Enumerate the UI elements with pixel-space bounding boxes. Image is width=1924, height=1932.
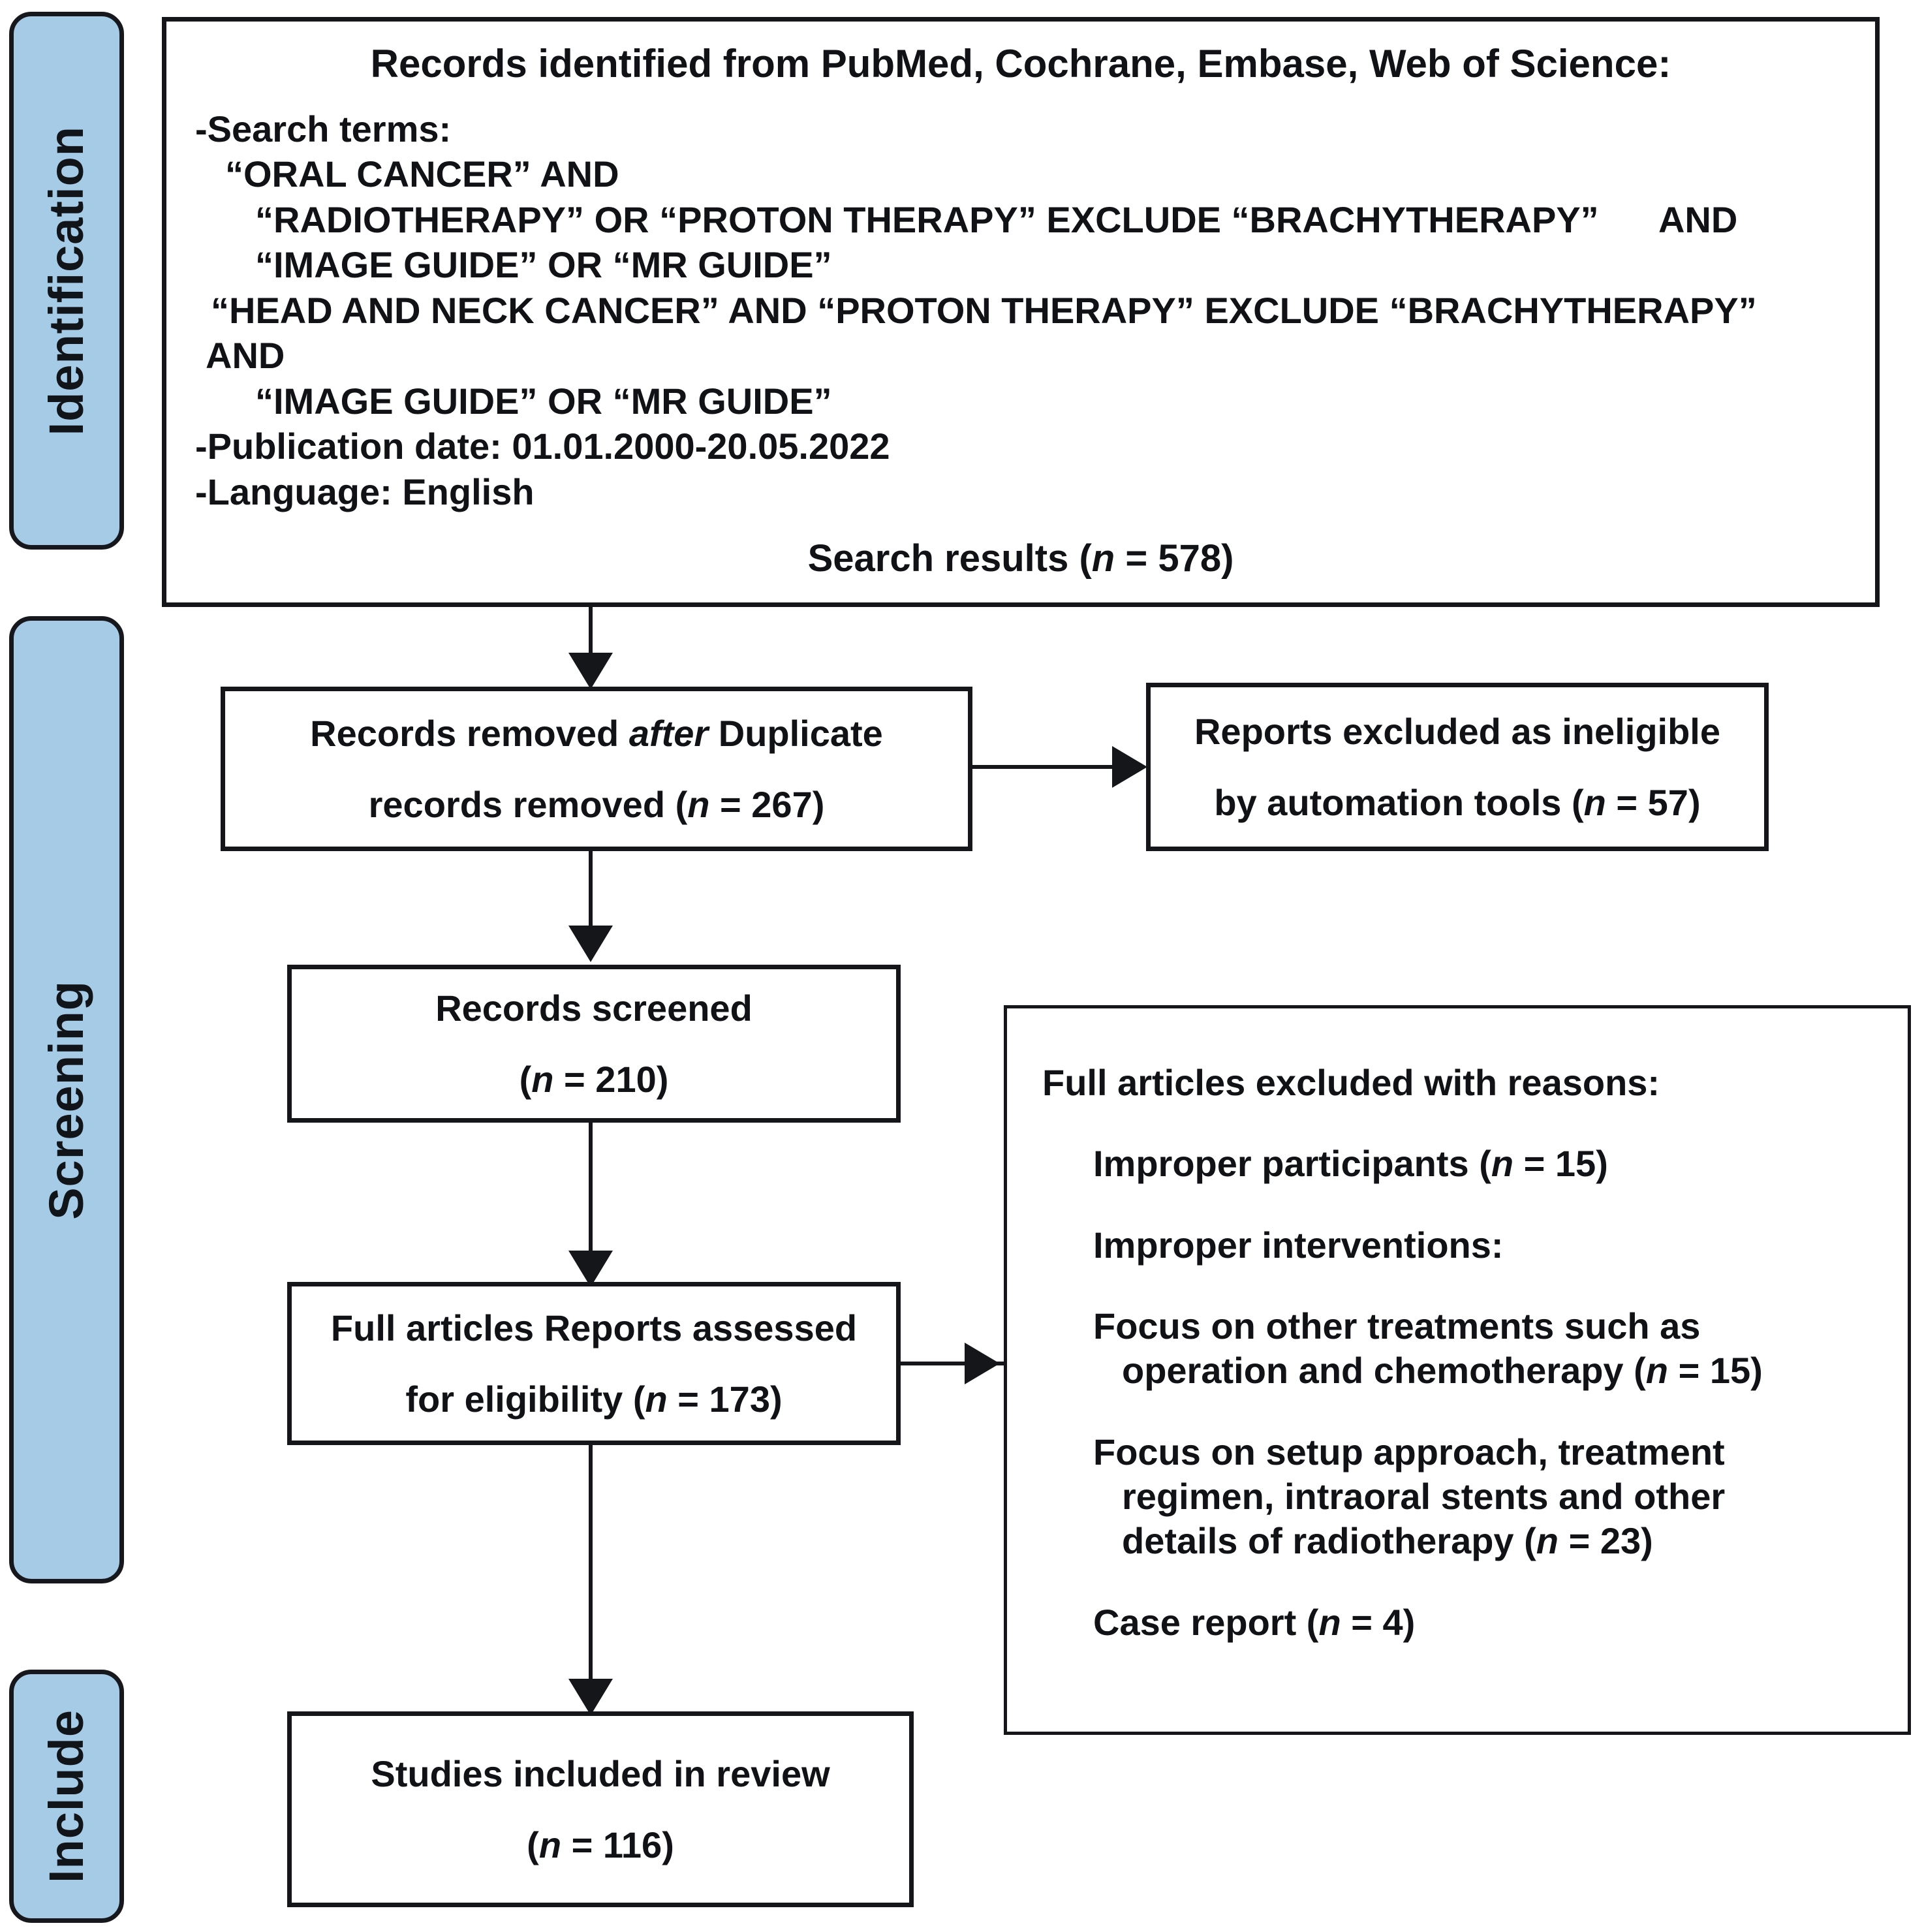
records-screened-box: Records screened (n = 210) <box>287 965 901 1123</box>
duplicates-line-1: Records removed after Duplicate <box>241 698 952 769</box>
automation-line-2: by automation tools (n = 57) <box>1166 767 1748 838</box>
search-term-1: “ORAL CANCER” AND <box>225 153 619 195</box>
excluded-reason-case-report: Case report (n = 4) <box>1042 1600 1882 1645</box>
reason3-line2-n: n <box>1645 1350 1669 1392</box>
reason1-a: Improper participants ( <box>1093 1143 1491 1185</box>
connector-eligibility-to-included <box>589 1445 593 1697</box>
duplicates-removed-box: Records removed after Duplicate records … <box>221 687 972 851</box>
eligibility-line2-n: n <box>645 1379 668 1420</box>
connector-duplicates-to-automation <box>972 765 1121 769</box>
reason3-line1: Focus on other treatments such as <box>1093 1305 1701 1347</box>
reason5-a: Case report ( <box>1093 1601 1319 1643</box>
search-results-label: Search results ( <box>807 537 1092 580</box>
duplicates-line2-b: = 267) <box>709 784 825 825</box>
excluded-reason-improper-interventions: Improper interventions: <box>1093 1224 1504 1266</box>
excluded-reason-setup-approach: Focus on setup approach, treatment regim… <box>1042 1430 1882 1564</box>
screened-line2-b: = 210) <box>553 1059 669 1100</box>
automation-line2-a: by automation tools ( <box>1214 782 1584 823</box>
reason4-line3-a: details of radiotherapy ( <box>1122 1520 1536 1562</box>
excluded-reasons-box: Full articles excluded with reasons: Imp… <box>1004 1005 1911 1735</box>
reason4-line3-n: n <box>1536 1520 1559 1562</box>
duplicates-line1-a: Records removed <box>310 712 629 754</box>
included-line2-a: ( <box>527 1824 539 1865</box>
duplicates-line-2: records removed (n = 267) <box>241 769 952 840</box>
arrowhead-duplicates-to-screened <box>568 926 613 962</box>
publication-date-filter: -Publication date: 01.01.2000-20.05.2022 <box>195 426 890 467</box>
included-line2-b: = 116) <box>561 1824 674 1865</box>
arrowhead-identification-to-duplicates <box>568 653 613 689</box>
search-term-6: “IMAGE GUIDE” OR “MR GUIDE” <box>255 380 832 422</box>
screened-line2-n: n <box>531 1059 554 1100</box>
language-filter: -Language: English <box>195 471 535 512</box>
connector-eligibility-to-excluded-reasons <box>901 1362 1006 1365</box>
reason4-line3-b: = 23) <box>1559 1520 1653 1562</box>
reason4-line1: Focus on setup approach, treatment <box>1093 1431 1725 1472</box>
reason3-line2-b: = 15) <box>1668 1350 1763 1392</box>
records-screened-text: Records screened (n = 210) <box>307 973 880 1115</box>
automation-excluded-box: Reports excluded as ineligible by automa… <box>1146 683 1769 851</box>
search-results-value: = 578) <box>1115 537 1234 580</box>
included-line2-n: n <box>538 1824 562 1865</box>
included-line-1: Studies included in review <box>371 1753 830 1794</box>
reason4-line2: regimen, intraoral stents and other <box>1122 1475 1726 1517</box>
search-results-n-symbol: n <box>1091 537 1115 580</box>
search-term-4: “HEAD AND NECK CANCER” AND “PROTON THERA… <box>211 289 1757 331</box>
connector-screened-to-eligibility <box>589 1123 593 1268</box>
search-terms-block: -Search terms: “ORAL CANCER” AND “RADIOT… <box>195 106 1855 514</box>
stage-chip-include: Include <box>9 1670 124 1923</box>
duplicates-line2-n: n <box>687 784 710 825</box>
arrowhead-eligibility-to-excluded-reasons <box>965 1343 1000 1384</box>
eligibility-line2-a: for eligibility ( <box>405 1379 645 1420</box>
eligibility-line-1: Full articles Reports assessed <box>330 1307 858 1348</box>
automation-line-1: Reports excluded as ineligible <box>1194 710 1720 752</box>
automation-excluded-text: Reports excluded as ineligible by automa… <box>1166 696 1748 838</box>
eligibility-line-2: for eligibility (n = 173) <box>307 1363 880 1435</box>
stage-label-screening: Screening <box>39 980 93 1220</box>
studies-included-text: Studies included in review (n = 116) <box>307 1738 893 1880</box>
search-term-3: “IMAGE GUIDE” OR “MR GUIDE” <box>255 244 832 286</box>
identification-box: Records identified from PubMed, Cochrane… <box>162 17 1880 607</box>
automation-line2-b: = 57) <box>1606 782 1701 823</box>
arrowhead-screened-to-eligibility <box>568 1251 613 1287</box>
excluded-reasons-list: Full articles excluded with reasons: Imp… <box>1042 1061 1882 1681</box>
arrowhead-duplicates-to-automation <box>1112 746 1147 788</box>
excluded-reason-improper-participants: Improper participants (n = 15) <box>1042 1142 1882 1186</box>
reason3-line2-a: operation and chemotherapy ( <box>1122 1350 1646 1392</box>
screened-line-2: (n = 210) <box>307 1044 880 1115</box>
duplicates-line1-b: Duplicate <box>708 712 883 754</box>
stage-label-include: Include <box>39 1709 93 1884</box>
studies-included-box: Studies included in review (n = 116) <box>287 1711 914 1907</box>
search-term-5: AND <box>206 335 285 377</box>
search-terms-heading: -Search terms: <box>195 108 452 149</box>
excluded-reasons-heading: Full articles excluded with reasons: <box>1042 1062 1660 1103</box>
stage-chip-screening: Screening <box>9 616 124 1583</box>
reason1-b: = 15) <box>1513 1143 1608 1185</box>
eligibility-assessed-box: Full articles Reports assessed for eligi… <box>287 1282 901 1445</box>
reason3-line2: operation and chemotherapy (n = 15) <box>1093 1348 1882 1393</box>
stage-chip-identification: Identification <box>9 12 124 550</box>
reason1-n: n <box>1491 1143 1514 1185</box>
identification-title: Records identified from PubMed, Cochrane… <box>370 42 1671 86</box>
connector-identification-to-duplicates <box>589 607 593 662</box>
duplicates-removed-text: Records removed after Duplicate records … <box>241 698 952 840</box>
duplicates-line2-a: records removed ( <box>368 784 688 825</box>
included-line-2: (n = 116) <box>307 1809 893 1880</box>
reason4-line3: details of radiotherapy (n = 23) <box>1093 1519 1882 1563</box>
search-term-2: “RADIOTHERAPY” OR “PROTON THERAPY” EXCLU… <box>255 198 1738 240</box>
reason5-n: n <box>1318 1601 1341 1643</box>
eligibility-line2-b: = 173) <box>667 1379 783 1420</box>
arrowhead-eligibility-to-included <box>568 1679 613 1715</box>
search-results-count: Search results (n = 578) <box>166 537 1875 580</box>
duplicates-line1-italic: after <box>628 712 709 754</box>
screened-line2-a: ( <box>519 1059 532 1100</box>
reason5-b: = 4) <box>1341 1601 1416 1643</box>
connector-duplicates-to-screened <box>589 851 593 943</box>
excluded-reason-other-treatments: Focus on other treatments such as operat… <box>1042 1304 1882 1394</box>
eligibility-assessed-text: Full articles Reports assessed for eligi… <box>307 1292 880 1435</box>
automation-line2-n: n <box>1583 782 1606 823</box>
screened-line-1: Records screened <box>435 987 753 1029</box>
stage-label-identification: Identification <box>39 125 93 436</box>
